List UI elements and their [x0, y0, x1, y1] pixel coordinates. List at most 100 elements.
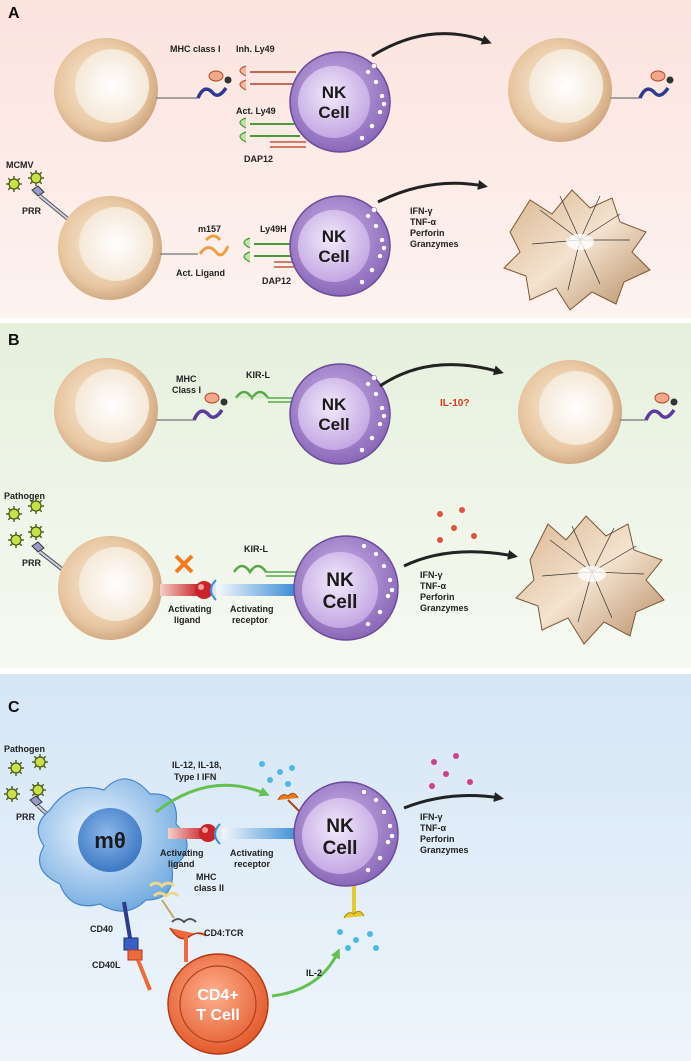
arrow-right	[403, 792, 504, 810]
cd40l	[127, 949, 152, 991]
nk-line2: Cell	[318, 103, 349, 122]
virus-icon	[27, 497, 45, 515]
act-ligand-2: ligand	[174, 615, 201, 625]
cytokine-dots-blue	[259, 761, 295, 787]
virus-icon	[27, 169, 45, 187]
nk-line1: NK	[326, 816, 354, 837]
lysed-cell	[503, 189, 651, 311]
target-cell	[54, 38, 158, 142]
cytokine-item: TNF-α	[420, 581, 446, 591]
arrow-right	[371, 32, 492, 58]
mhc2-line2: class II	[194, 883, 224, 893]
mcmv-label: MCMV	[6, 160, 34, 170]
m157-label: m157	[198, 224, 221, 234]
virus-icon	[31, 753, 49, 771]
inh-ly49-label: Inh. Ly49	[236, 44, 275, 54]
il2-receptor	[343, 886, 365, 919]
prr-label: PRR	[16, 812, 36, 822]
kir-label: KIR-L	[244, 544, 268, 554]
cytokine-item: Granzymes	[420, 603, 469, 613]
mhc2-line1: MHC	[196, 872, 217, 882]
cd4-t-cell: CD4+ T Cell	[167, 953, 269, 1055]
target-cell	[54, 358, 158, 462]
green-arrow	[271, 948, 340, 998]
cytokine-item: Granzymes	[420, 845, 469, 855]
arrow-right	[403, 549, 518, 568]
cytokine-item: Perforin	[410, 228, 445, 238]
nk-line2: Cell	[323, 838, 358, 859]
act-ligand-label: Act. Ligand	[176, 268, 225, 278]
panel-c: Pathogen PRR mθ IL-12, IL-18, Type I IFN	[3, 744, 504, 1055]
mhc-class-i	[196, 70, 232, 99]
nk-line2: Cell	[323, 592, 358, 613]
cytokine-item: Perforin	[420, 592, 455, 602]
cytokine-item: IFN-γ	[410, 206, 433, 216]
nk-cell: NK Cell	[289, 51, 391, 153]
nk-line1: NK	[326, 570, 354, 591]
il2-label: IL-2	[306, 968, 322, 978]
act-ly49-receptor	[239, 117, 306, 148]
act-ligand-1: Activating	[168, 604, 212, 614]
cd40-label: CD40	[90, 924, 113, 934]
cytokine-item: IFN-γ	[420, 812, 443, 822]
panel-a-bottom: MCMV PRR m157 Act. Ligand Ly49H DAP12	[5, 160, 651, 311]
prr-label: PRR	[22, 206, 42, 216]
activating-receptor	[214, 823, 298, 845]
pathogen-label: Pathogen	[4, 744, 45, 754]
cytokine-dots	[437, 507, 477, 543]
panel-a-top: MHC class I Inh. Ly49 Act. Ly49 DAP12	[54, 32, 674, 164]
act-ly49-label: Act. Ly49	[236, 106, 276, 116]
nk-line1: NK	[322, 83, 347, 102]
orange-x-icon	[174, 554, 194, 574]
il12-line2: Type I IFN	[174, 772, 216, 782]
cytokine-list: IFN-γ TNF-α Perforin Granzymes	[420, 570, 469, 613]
mhc-label-1: MHC	[176, 374, 197, 384]
activating-receptor	[210, 579, 294, 601]
cytokine-item: TNF-α	[410, 217, 436, 227]
virus-icon	[29, 781, 47, 799]
lysed-cell	[515, 515, 665, 645]
nk-line2: Cell	[318, 247, 349, 266]
panel-c-letter: C	[8, 699, 20, 716]
dap12-label: DAP12	[244, 154, 273, 164]
cytokine-item: TNF-α	[420, 823, 446, 833]
ly49h-label: Ly49H	[260, 224, 287, 234]
act-receptor-2: receptor	[232, 615, 269, 625]
cd4tcr-label: CD4:TCR	[204, 928, 244, 938]
macrophage-label: mθ	[94, 828, 125, 853]
cd4-tcr	[169, 918, 207, 962]
il12-line1: IL-12, IL-18,	[172, 760, 222, 770]
infected-cell	[58, 536, 162, 640]
cytokine-item: IFN-γ	[420, 570, 443, 580]
virus-icon	[7, 759, 25, 777]
activating-ligand	[160, 581, 213, 599]
tcell-line2: T Cell	[196, 1007, 240, 1024]
nk-cell: NK Cell	[293, 781, 399, 887]
inh-ly49-receptor	[239, 65, 296, 91]
green-arrow	[155, 783, 270, 814]
act-receptor-2: receptor	[234, 859, 271, 869]
nk-line1: NK	[322, 395, 347, 414]
act-receptor-1: Activating	[230, 848, 274, 858]
kir-l-receptor	[232, 564, 298, 577]
virus-icon	[7, 531, 25, 549]
tcell-line1: CD4+	[197, 987, 238, 1004]
virus-icon	[27, 523, 45, 541]
mhc-class-ii	[148, 881, 180, 919]
cytokine-dots	[429, 753, 473, 789]
virus-icon	[5, 505, 23, 523]
prr-label: PRR	[22, 558, 42, 568]
m157-ligand	[198, 234, 230, 257]
mhc-class-i	[192, 392, 228, 421]
il10-label: IL-10?	[440, 398, 469, 409]
nk-cell: NK Cell	[289, 195, 391, 297]
arrow-right	[379, 363, 504, 388]
dap12-label: DAP12	[262, 276, 291, 286]
act-ligand-2: ligand	[168, 859, 195, 869]
arrow-right	[377, 179, 488, 204]
infected-cell	[58, 196, 162, 300]
nk-cell: NK Cell	[293, 535, 399, 641]
pathogen-label: Pathogen	[4, 491, 45, 501]
